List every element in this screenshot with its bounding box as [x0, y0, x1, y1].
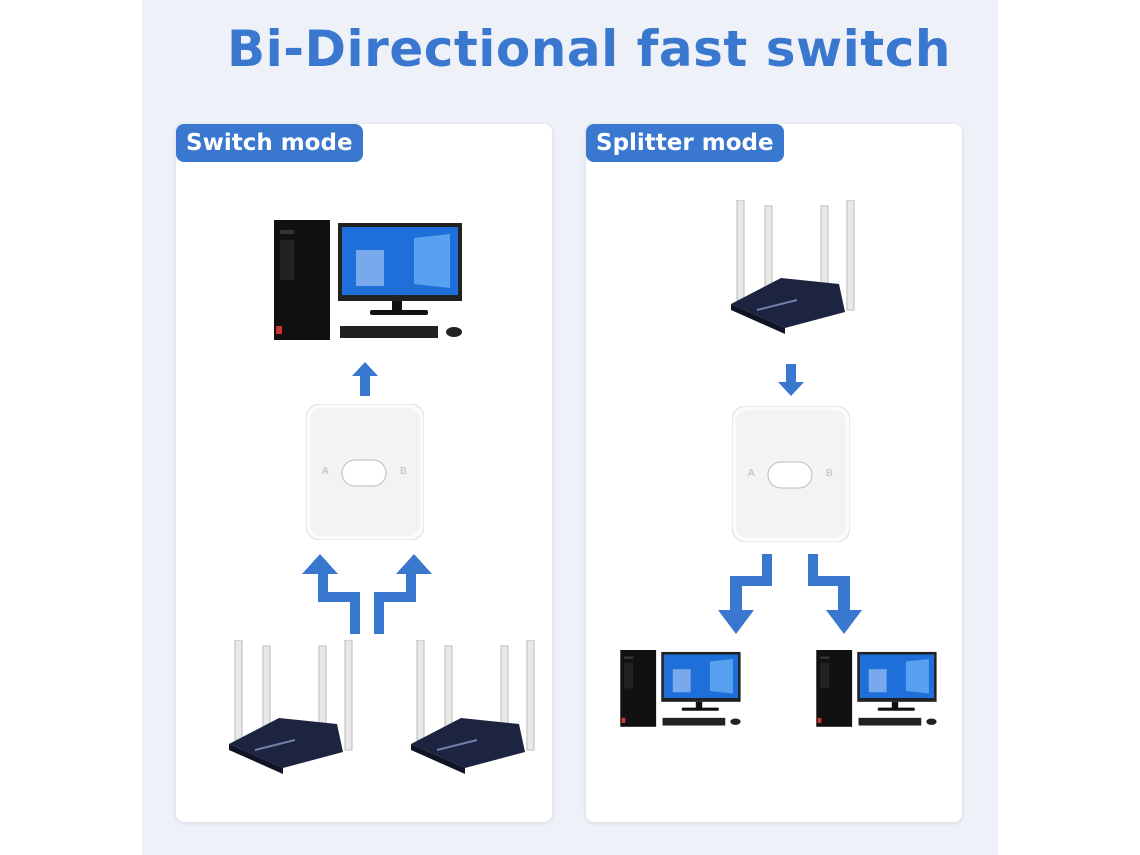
switch-device: A B	[305, 403, 425, 541]
split-arrows-icon	[718, 554, 862, 634]
port-a-label: A	[748, 468, 755, 479]
port-b-label: B	[400, 466, 407, 477]
router	[730, 200, 855, 335]
page-title: Bi-Directional fast switch	[227, 20, 951, 78]
switch-device: A B	[731, 405, 851, 543]
arrow-up-icon	[352, 362, 378, 396]
arrow-down-icon	[778, 364, 804, 396]
splitter-mode-panel: Splitter mode A B	[586, 124, 962, 822]
splitter-mode-label: Splitter mode	[586, 124, 784, 162]
merge-arrows-icon	[302, 554, 432, 634]
port-b-label: B	[826, 468, 833, 479]
desktop-computer	[274, 220, 462, 340]
desktop-computer-right	[816, 650, 937, 727]
router-left	[228, 640, 353, 775]
router-right	[410, 640, 535, 775]
port-a-label: A	[322, 466, 329, 477]
switch-mode-label: Switch mode	[176, 124, 363, 162]
switch-mode-panel: Switch mode A B	[176, 124, 552, 822]
desktop-computer-left	[620, 650, 741, 727]
